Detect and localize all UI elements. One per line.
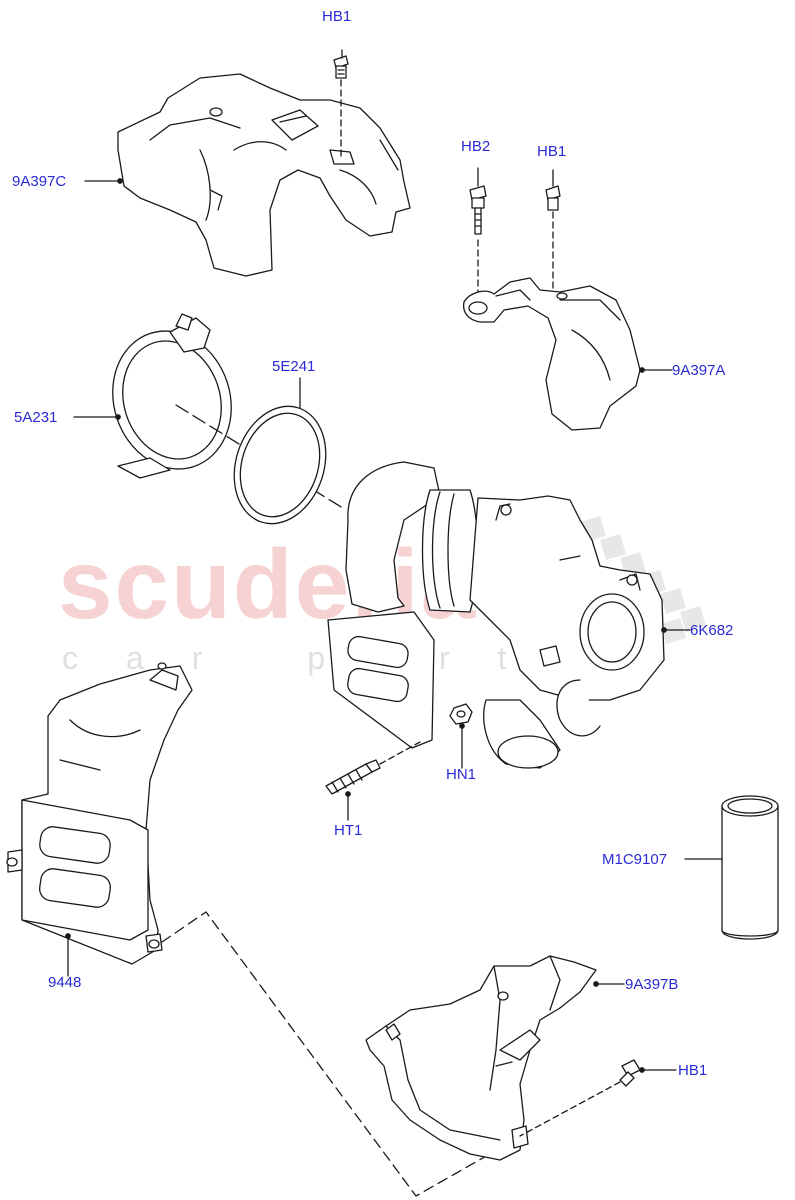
nut-hn1: [449, 703, 473, 725]
callout-9a397a[interactable]: 9A397A: [672, 362, 726, 379]
heat-shield-9a397c: [117, 73, 411, 277]
dashed-connector: [161, 911, 519, 1197]
heat-shield-9a397b: [365, 955, 597, 1161]
bolt-hb1-top: [333, 55, 349, 79]
callout-hn1[interactable]: HN1: [446, 766, 477, 783]
callout-hb1-top[interactable]: HB1: [322, 8, 352, 25]
callout-hb1-bottom[interactable]: HB1: [678, 1062, 708, 1079]
callout-5a231[interactable]: 5A231: [14, 409, 58, 426]
stud-ht1: [325, 759, 381, 795]
callout-hb1-right[interactable]: HB1: [537, 143, 567, 160]
bolt-hb1-bottom: [619, 1059, 641, 1087]
callout-m1c9107[interactable]: M1C9107: [602, 851, 668, 868]
callout-5e241[interactable]: 5E241: [272, 358, 316, 375]
gasket-9448: [6, 662, 193, 965]
bolt-hb2: [469, 185, 487, 235]
sealant-can-m1c9107: [721, 795, 779, 940]
heat-shield-9a397a: [462, 277, 641, 431]
watermark-tagline: car parts: [62, 640, 619, 676]
bolt-hb1-right: [545, 185, 561, 211]
callout-6k682[interactable]: 6K682: [690, 622, 734, 639]
turbocharger-6k682: [327, 461, 665, 769]
callout-9a397c[interactable]: 9A397C: [12, 173, 67, 190]
callout-9a397b[interactable]: 9A397B: [625, 976, 679, 993]
callout-hb2[interactable]: HB2: [461, 138, 491, 155]
gasket-5e241: [233, 405, 327, 525]
clamp-5a231: [112, 313, 232, 479]
callout-9448[interactable]: 9448: [48, 974, 82, 991]
callout-ht1[interactable]: HT1: [334, 822, 363, 839]
